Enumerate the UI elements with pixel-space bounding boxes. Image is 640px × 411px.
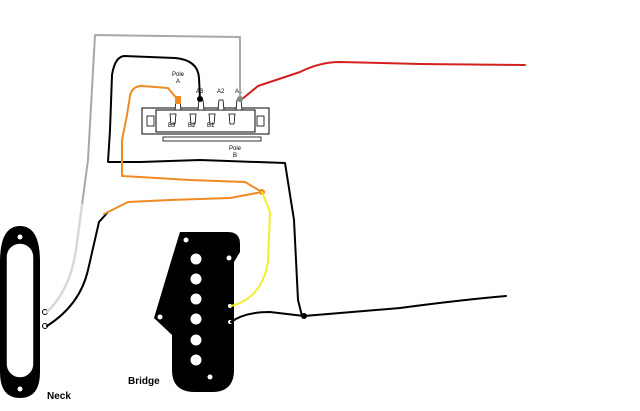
- pole-a-orange-blob: [175, 96, 181, 104]
- neck-label: Neck: [47, 391, 71, 402]
- pole-b-label-line2: B: [233, 153, 237, 159]
- neck-pickup: [0, 226, 48, 398]
- lug-a2-label: A2: [217, 89, 225, 95]
- lug-b3-label: B3: [168, 123, 176, 129]
- neck-mount-screw-bottom: [16, 385, 24, 393]
- a1-solder-blob: [237, 96, 243, 102]
- bridge-mount-screw-right: [225, 254, 233, 262]
- gray-wire: [81, 34, 241, 206]
- bridge-pickup: [154, 232, 240, 392]
- neck-mount-screw-top: [16, 233, 24, 241]
- bridge-pole-pieces: [189, 252, 203, 367]
- red-wire: [240, 61, 526, 101]
- bridge-mount-screw-bottom: [206, 373, 214, 381]
- orange-wire-pole-a: [121, 85, 263, 193]
- lug-b2-label: B2: [188, 123, 196, 129]
- yellow-wire: [230, 191, 271, 307]
- bridge-label: Bridge: [128, 376, 160, 387]
- black-wire-bridge: [230, 295, 507, 323]
- pole-b-label-line1: Pole: [229, 146, 242, 152]
- white-wire: [45, 203, 84, 314]
- a3-solder-blob: [197, 96, 203, 102]
- black-wire-switch: [107, 55, 303, 317]
- bridge-mount-screw-left: [156, 313, 164, 321]
- ground-junction-dot: [301, 313, 307, 319]
- lug-b1-label: B1: [207, 123, 215, 129]
- black-wire-neck: [46, 211, 109, 327]
- orange-wire-neck: [103, 191, 263, 215]
- bridge-mount-screw-top: [182, 236, 190, 244]
- pole-a-label-line1: Pole: [172, 72, 185, 78]
- three-way-switch: [141, 99, 270, 142]
- pole-a-label-line2: A: [176, 79, 180, 85]
